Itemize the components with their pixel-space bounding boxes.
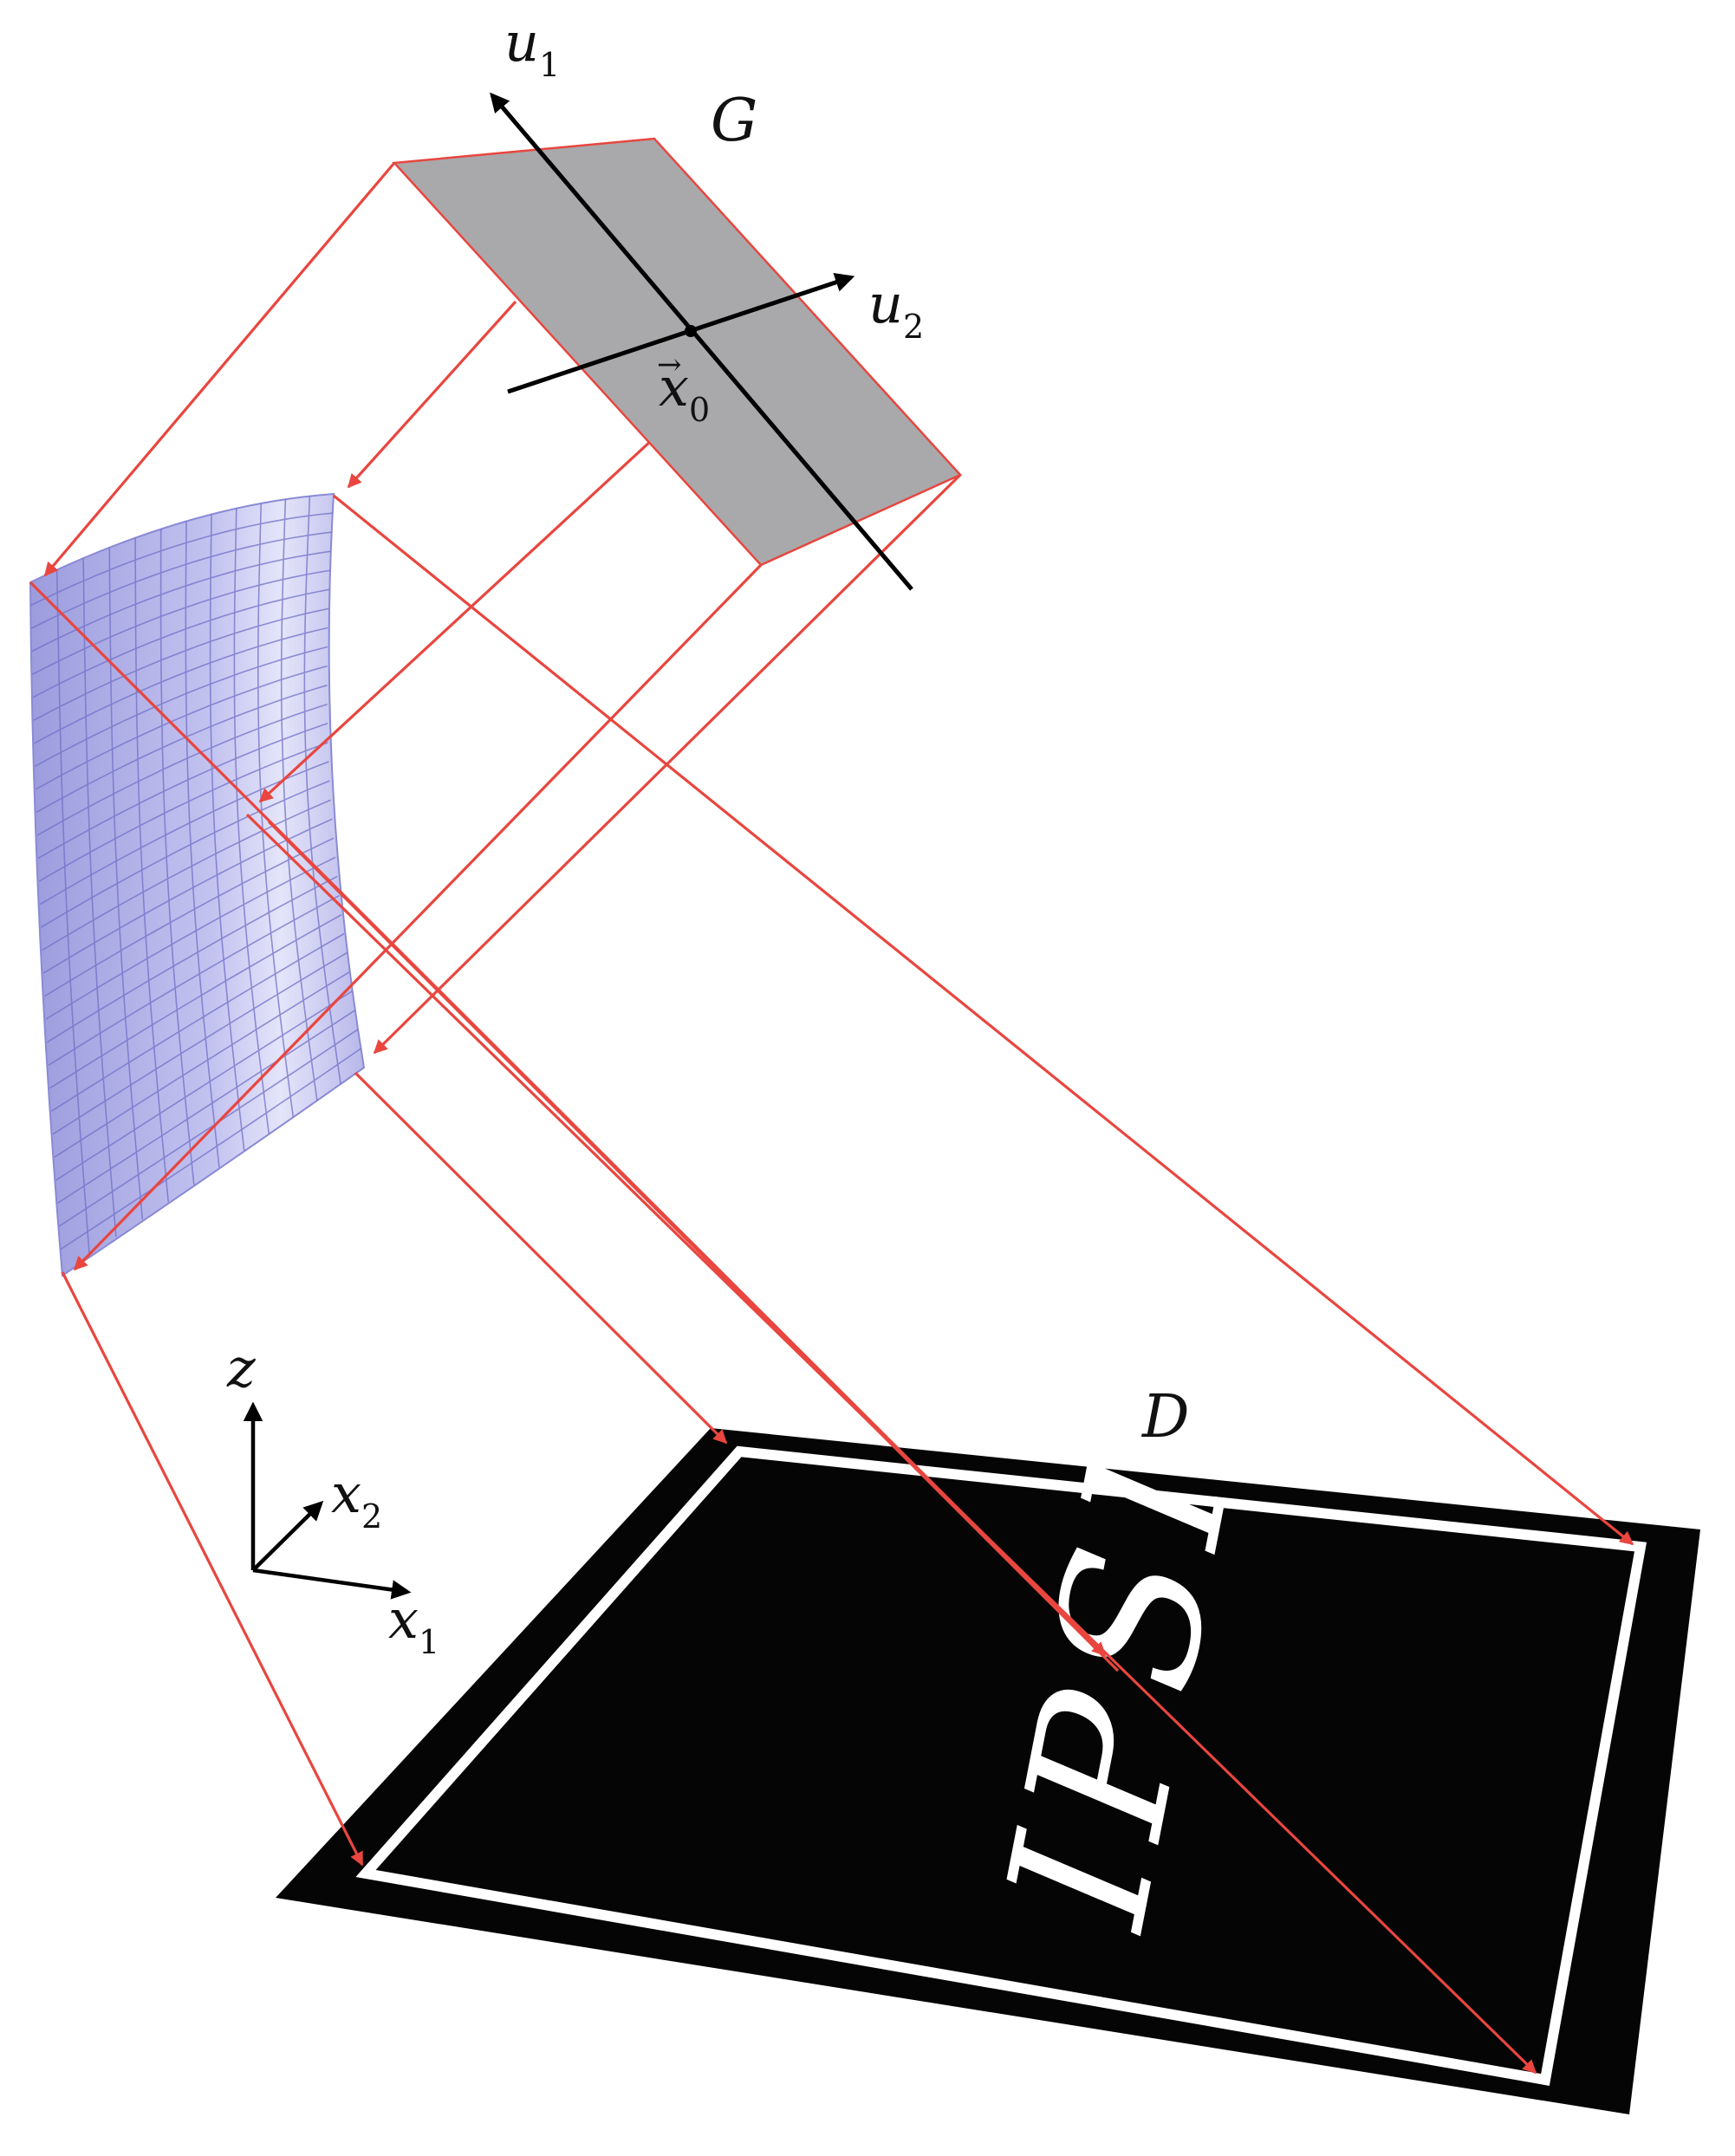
mesh-grid-line (38, 742, 328, 882)
mesh-grid-line (55, 990, 353, 1181)
mesh-grid-line (60, 1048, 361, 1250)
x2-axis-line (251, 1500, 324, 1572)
mesh-grid-line (48, 894, 341, 1066)
u1-label: u1 (504, 10, 560, 84)
ray-surface-middle-to-target-b (267, 820, 1120, 1672)
coordinate-axes-glyph (243, 1401, 412, 1600)
mesh-grid-line (45, 856, 336, 1020)
mesh-grid-line (49, 913, 342, 1089)
mesh-grid-line (56, 1010, 356, 1205)
mesh-grid-line (37, 723, 328, 860)
plane-label: G (711, 87, 757, 155)
mesh-grid-line (41, 780, 330, 928)
mesh-surface (29, 492, 366, 1277)
mesh-grid-line (47, 875, 338, 1043)
ray-plane-to-surface-top-left (43, 161, 396, 577)
mesh-grid-line (34, 627, 328, 744)
mesh-grid-line (35, 665, 328, 790)
ray-plane-to-surface-bottom-left (73, 563, 763, 1271)
mesh-grid-line (32, 569, 330, 675)
target-image: IPSI (276, 1402, 1700, 2114)
mesh-grid-line (30, 512, 333, 607)
origin-label-arrow: → (657, 347, 682, 382)
ray-surface-top-right-to-target (332, 494, 1634, 1546)
mesh-grid-line (35, 646, 328, 768)
projection-rays (29, 161, 1634, 2075)
labels: G D u1 u2 → x0 z x2 x1 (226, 10, 1190, 1661)
u2-axis-line (507, 273, 855, 394)
mesh-grid-line (52, 951, 348, 1135)
ray-plane-to-surface-top-right (347, 300, 517, 489)
origin-label: x0 (659, 355, 710, 429)
mesh-grid-line (32, 588, 329, 698)
target-label: D (1140, 1383, 1190, 1451)
target-image-background (276, 1428, 1700, 2114)
mesh-grid-line (50, 932, 345, 1112)
u2-label: u2 (868, 272, 924, 346)
mesh-grid-line (33, 607, 329, 721)
x2-label: x2 (331, 1462, 382, 1536)
tangent-plane (392, 137, 963, 567)
tangent-plane-body (392, 137, 963, 567)
mesh-grid-line (44, 837, 335, 997)
origin-point (685, 325, 697, 337)
target-image-frame (355, 1445, 1647, 2086)
mesh-grid-line (54, 971, 350, 1158)
u1-axis-line (490, 92, 913, 591)
mesh-grid-line (30, 531, 332, 629)
mesh-grid-line (31, 550, 331, 653)
ray-plane-to-surface-middle (258, 438, 653, 803)
ray-surface-bottom-left-to-target (61, 1271, 364, 1867)
mesh-grid-line (36, 703, 328, 836)
plane-axes (490, 92, 913, 591)
x1-axis-line (252, 1568, 412, 1600)
mesh-grid-line (42, 799, 332, 951)
z-label: z (226, 1336, 256, 1399)
x1-label: x1 (388, 1588, 439, 1661)
ray-surface-lower-right-to-target (354, 1071, 728, 1445)
